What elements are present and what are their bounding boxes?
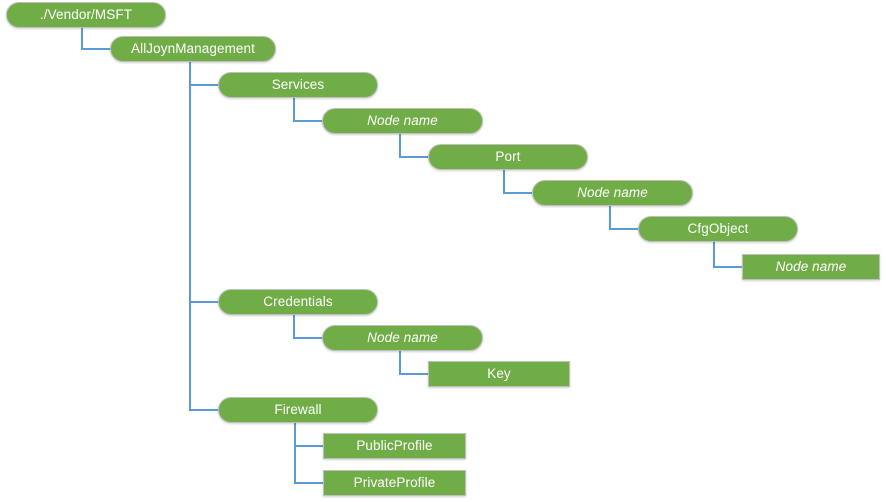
tree-node-privateprofile[interactable]: PrivateProfile — [323, 470, 466, 496]
tree-node-label: Node name — [367, 113, 438, 129]
tree-node-port[interactable]: Port — [428, 144, 588, 170]
connector-firewall-to-publicprofile — [294, 423, 323, 447]
connector-services-node-name-to-port — [399, 134, 428, 158]
tree-node-label: Credentials — [263, 294, 333, 310]
tree-node-publicprofile[interactable]: PublicProfile — [323, 433, 466, 459]
tree-node-label: Firewall — [274, 402, 322, 418]
connector-port-node-name-to-cfgobject — [609, 206, 638, 230]
tree-node-alljoynmanagement[interactable]: AllJoynManagement — [110, 36, 276, 62]
tree-node-vendor-msft[interactable]: ./Vendor/MSFT — [6, 2, 166, 28]
tree-node-label: PublicProfile — [356, 438, 433, 454]
tree-node-services[interactable]: Services — [218, 72, 378, 98]
tree-node-firewall[interactable]: Firewall — [218, 397, 378, 423]
tree-node-credentials[interactable]: Credentials — [218, 289, 378, 315]
connector-credentials-to-credentials-node-name — [293, 315, 322, 339]
connector-credentials-node-name-to-key — [399, 351, 428, 375]
connector-alljoynmanagement-to-services — [189, 62, 218, 86]
connector-vendor-msft-to-alljoynmanagement — [81, 28, 110, 50]
tree-node-label: Services — [271, 77, 325, 93]
tree-node-label: CfgObject — [687, 221, 749, 237]
connector-cfgobject-to-cfgobject-node-name — [713, 242, 742, 268]
tree-node-label: Node name — [577, 185, 648, 201]
tree-node-label: Key — [487, 366, 511, 382]
connector-alljoynmanagement-to-firewall — [189, 62, 218, 411]
tree-node-label: AllJoynManagement — [130, 41, 256, 57]
tree-node-port-node-name[interactable]: Node name — [532, 180, 693, 206]
tree-node-key[interactable]: Key — [428, 361, 570, 387]
tree-node-label: PrivateProfile — [353, 475, 436, 491]
tree-node-credentials-node-name[interactable]: Node name — [322, 325, 483, 351]
tree-node-label: Node name — [775, 259, 847, 275]
tree-node-label: Port — [495, 149, 521, 165]
tree-node-cfgobject[interactable]: CfgObject — [638, 216, 798, 242]
tree-node-cfgobject-node-name[interactable]: Node name — [742, 254, 880, 280]
tree-node-services-node-name[interactable]: Node name — [322, 108, 483, 134]
connector-services-to-services-node-name — [293, 98, 322, 122]
connector-port-to-port-node-name — [503, 170, 532, 194]
tree-node-label: Node name — [367, 330, 438, 346]
connector-firewall-to-privateprofile — [294, 423, 323, 484]
connector-alljoynmanagement-to-credentials — [189, 62, 218, 303]
tree-node-label: ./Vendor/MSFT — [39, 7, 133, 23]
